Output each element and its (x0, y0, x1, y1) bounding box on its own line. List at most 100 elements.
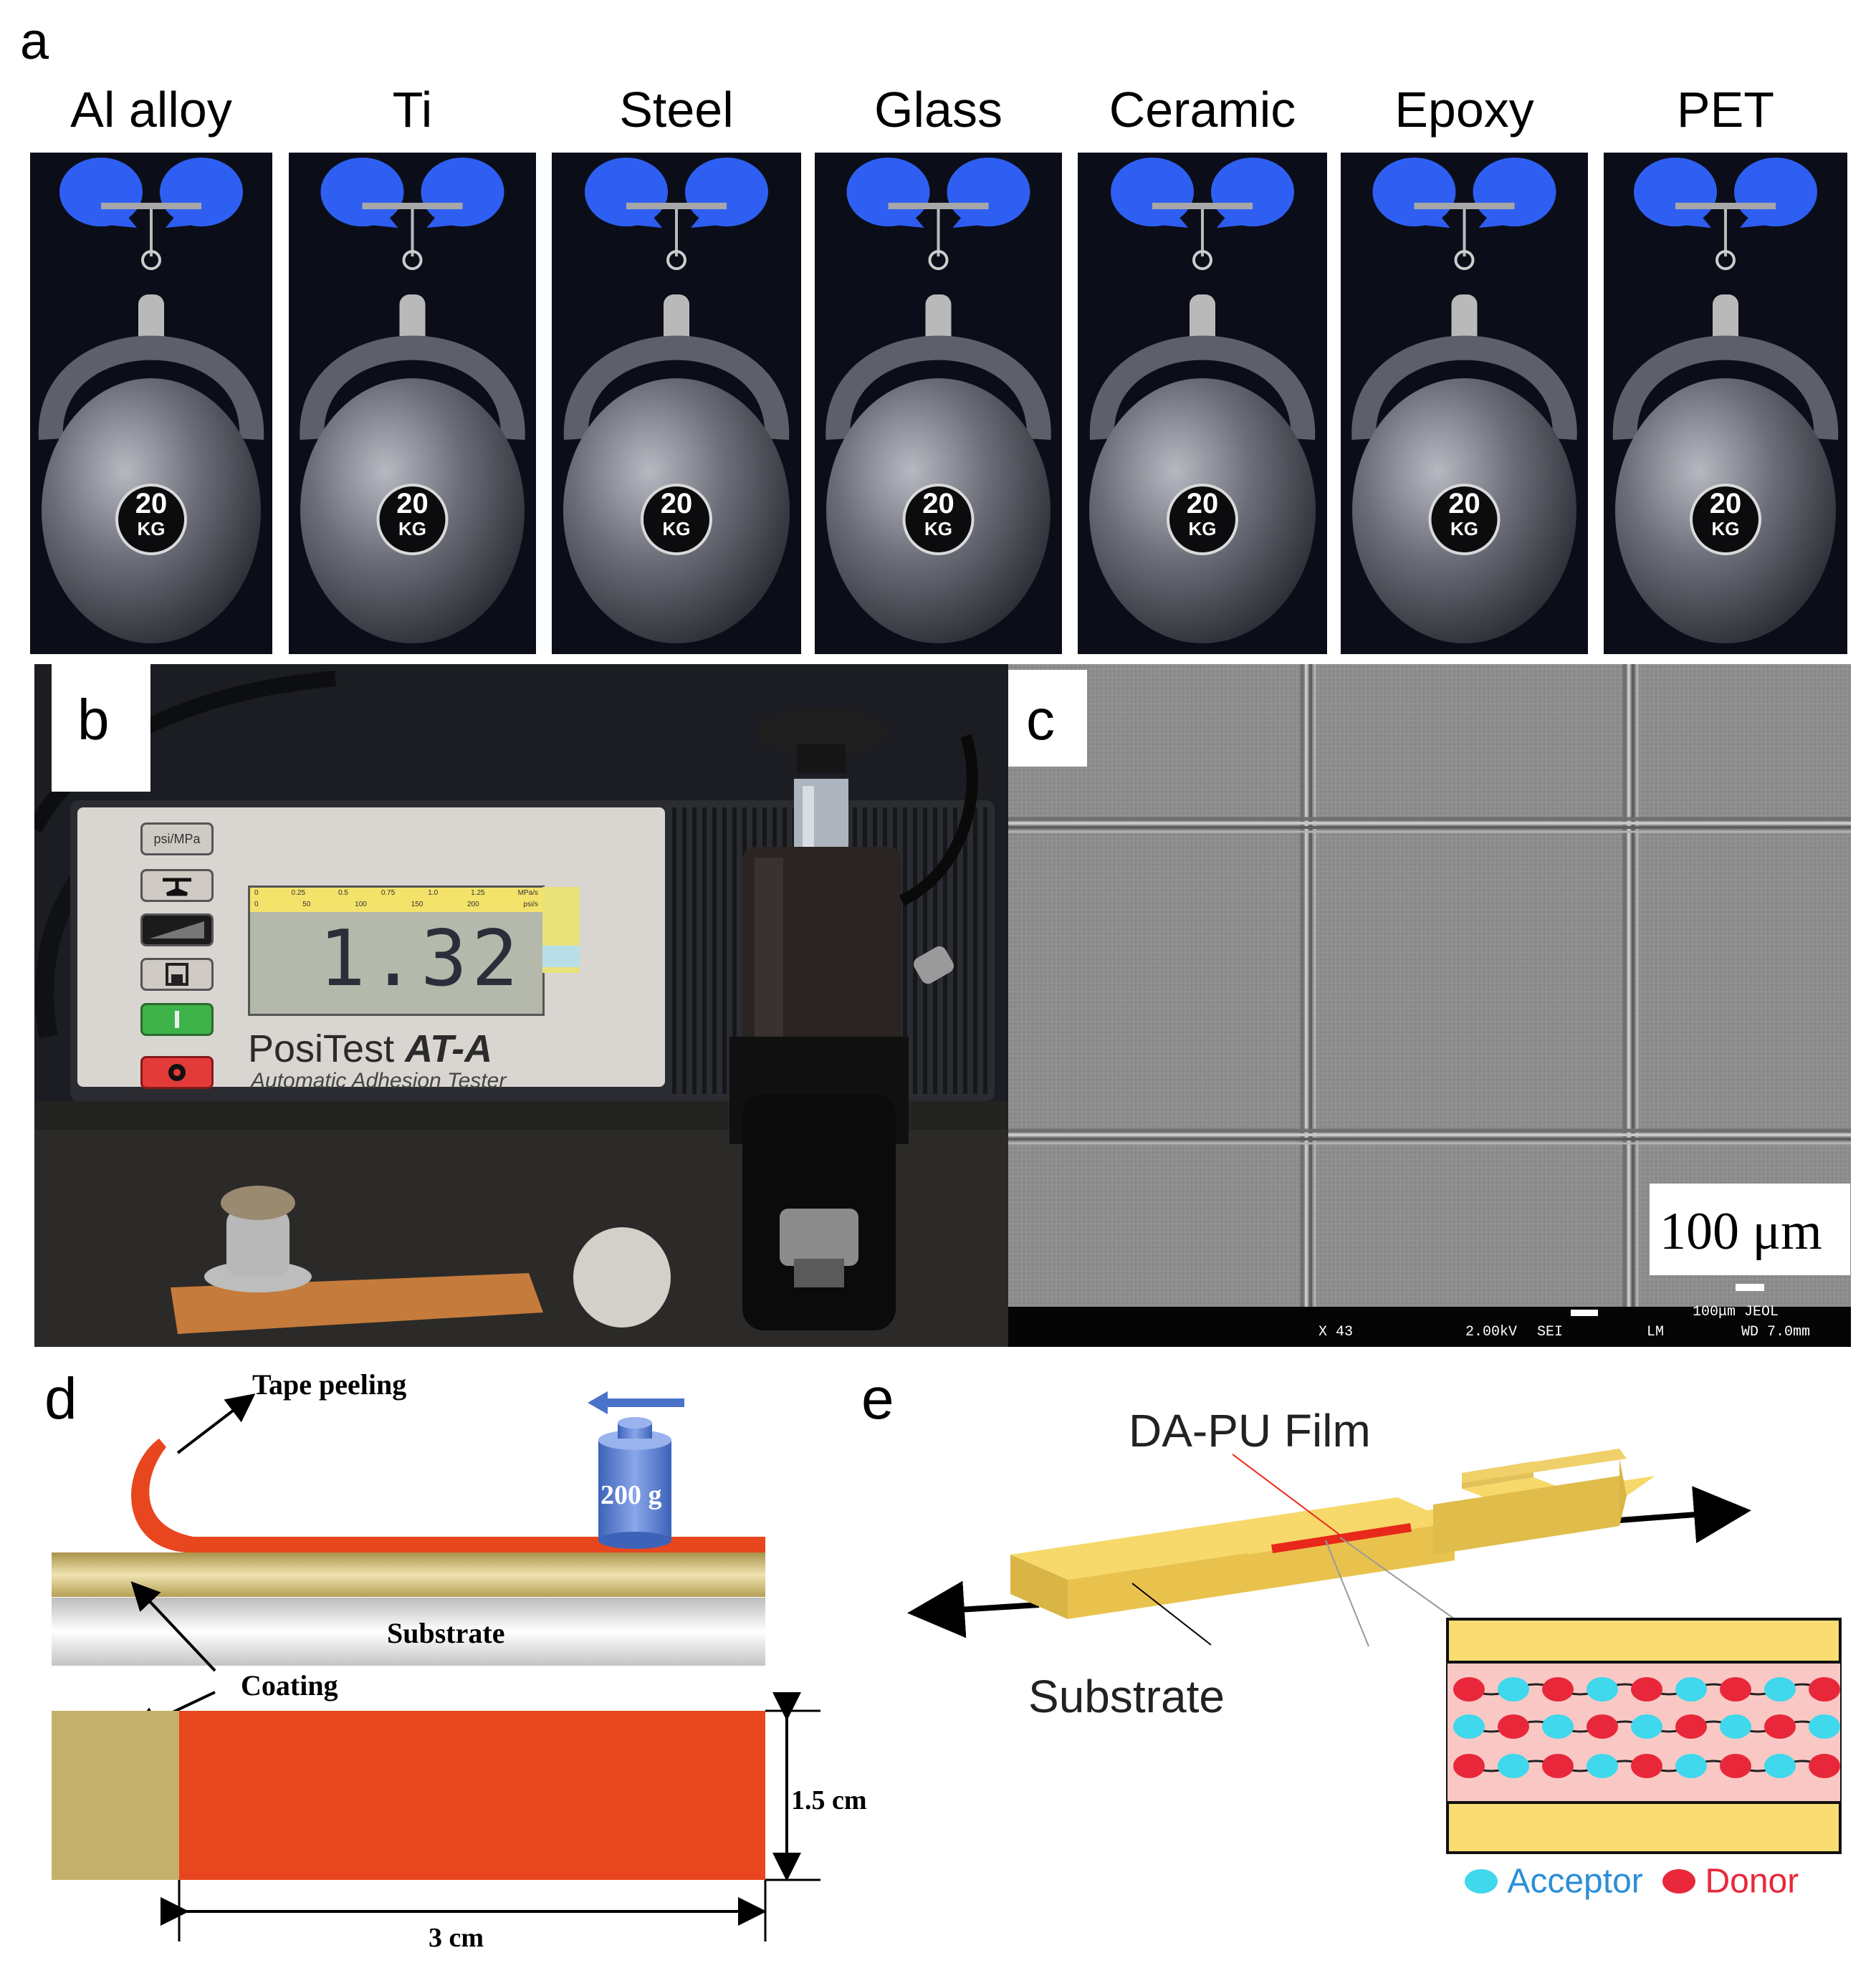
kettlebell-number: 20 (922, 488, 954, 519)
tape-peeling-label: Tape peeling (252, 1368, 407, 1401)
acceptor-unit (1587, 1677, 1618, 1702)
grille-slot (692, 807, 697, 1094)
panel-b-label-box (52, 664, 150, 792)
lcd-scale-top-tick: 0.75 (381, 889, 396, 897)
kettlebell-number: 20 (396, 488, 429, 519)
donor-unit (1498, 1714, 1529, 1739)
grille-slot (682, 807, 686, 1094)
grille-slot (973, 807, 977, 1094)
panel-d-letter: d (44, 1366, 77, 1431)
donor-unit (1631, 1677, 1662, 1702)
panel-b-letter: b (77, 688, 110, 752)
lcd-scale-top-tick: 0.5 (338, 889, 348, 897)
acceptor-unit (1720, 1714, 1751, 1739)
device-button-units[interactable]: psi/MPa (140, 822, 214, 855)
scale-bar-label: 100 μm (1660, 1202, 1822, 1261)
acceptor-unit (1498, 1754, 1529, 1778)
lcd-scale-top-tick: MPa/s (517, 889, 538, 897)
grille-slot (983, 807, 987, 1094)
lcd-scale-top-tick: 0 (254, 889, 259, 897)
donor-unit (1587, 1714, 1618, 1739)
kettlebell-unit: KG (1188, 518, 1217, 539)
lcd-value: 1.32 (318, 914, 522, 1004)
grille-slot (923, 807, 927, 1094)
material-label: Al alloy (70, 82, 232, 138)
material-label: Epoxy (1394, 82, 1534, 138)
acceptor-unit (1764, 1754, 1796, 1778)
device-button-save[interactable] (140, 958, 214, 991)
donor-unit (1809, 1677, 1840, 1702)
grille-slot (732, 807, 737, 1094)
pull-direction-arrow (588, 1391, 684, 1414)
kettlebell-unit: KG (137, 518, 166, 539)
lcd-scale-top-tick: 1.0 (428, 889, 439, 897)
donor-unit (1631, 1754, 1662, 1778)
width-dimension-label: 3 cm (429, 1923, 484, 1953)
kettlebell-unit: KG (924, 518, 952, 539)
lap-shear-diagram (907, 1449, 1842, 1854)
grille-slot (903, 807, 907, 1094)
donor-unit (1542, 1677, 1574, 1702)
lcd-scale-bottom-tick: 100 (355, 901, 367, 908)
grille-slot (963, 807, 967, 1094)
grille-slot (672, 807, 676, 1094)
lcd-side-strip-blue (542, 946, 580, 967)
device-button-stop[interactable] (140, 1056, 214, 1089)
model-name: AT-A (405, 1027, 493, 1070)
lcd-scale-bottom: 0 50 100 150 200 psi/s (254, 901, 538, 908)
sem-mag: X 43 (1319, 1324, 1354, 1340)
lcd-scale-bottom-tick: psi/s (523, 901, 538, 908)
material-label: Ceramic (1109, 82, 1296, 138)
device-button-pull[interactable] (140, 869, 214, 902)
sem-footer-scale: 100μm JEOL (1693, 1305, 1779, 1320)
tape-strip (131, 1439, 766, 1552)
acceptor-unit (1764, 1677, 1796, 1702)
donor-unit (1809, 1754, 1840, 1778)
donor-unit (1453, 1677, 1485, 1702)
lcd-scale-bottom-tick: 50 (302, 901, 311, 908)
panel-a-letter: a (20, 13, 49, 70)
grille-slot (712, 807, 717, 1094)
sem-scale-text: 100μm (1693, 1304, 1736, 1320)
lcd-scale-bottom-tick: 150 (411, 901, 423, 908)
acceptor-unit (1675, 1754, 1707, 1778)
device-button-start[interactable] (140, 1003, 214, 1036)
material-label: Glass (874, 82, 1002, 138)
device-subtitle: Automatic Adhesion Tester (251, 1069, 507, 1093)
donor-legend-swatch (1662, 1869, 1696, 1894)
material-label: Steel (619, 82, 734, 138)
donor-legend-label: Donor (1705, 1862, 1799, 1901)
lcd-scale-bottom-tick: 200 (467, 901, 479, 908)
coating-layer-top (52, 1552, 765, 1597)
substrate-label-e: Substrate (1028, 1671, 1225, 1722)
acceptor-unit (1498, 1677, 1529, 1702)
kettlebell-unit: KG (662, 518, 691, 539)
acceptor-unit (1675, 1677, 1707, 1702)
acceptor-legend-label: Acceptor (1507, 1862, 1643, 1901)
donor-unit (1764, 1714, 1796, 1739)
sem-det: SEI (1537, 1324, 1564, 1340)
material-label: Ti (392, 82, 433, 138)
device-button-ramp[interactable] (140, 913, 214, 946)
lcd-scale-bottom-tick: 0 (254, 901, 259, 908)
acceptor-unit (1453, 1714, 1485, 1739)
weight-label: 200 g (600, 1480, 662, 1510)
donor-unit (1453, 1754, 1485, 1778)
sem-kv: 2.00kV (1465, 1324, 1518, 1340)
scale-bar-box: 100 μm (1650, 1184, 1850, 1275)
grille-slot (702, 807, 707, 1094)
sem-mode: LM (1647, 1324, 1665, 1340)
grille-slot (953, 807, 957, 1094)
grille-slot (722, 807, 727, 1094)
units-button-label: psi/MPa (153, 832, 201, 846)
brand-name: PosiTest (248, 1027, 395, 1070)
kettlebell-unit: KG (398, 518, 426, 539)
